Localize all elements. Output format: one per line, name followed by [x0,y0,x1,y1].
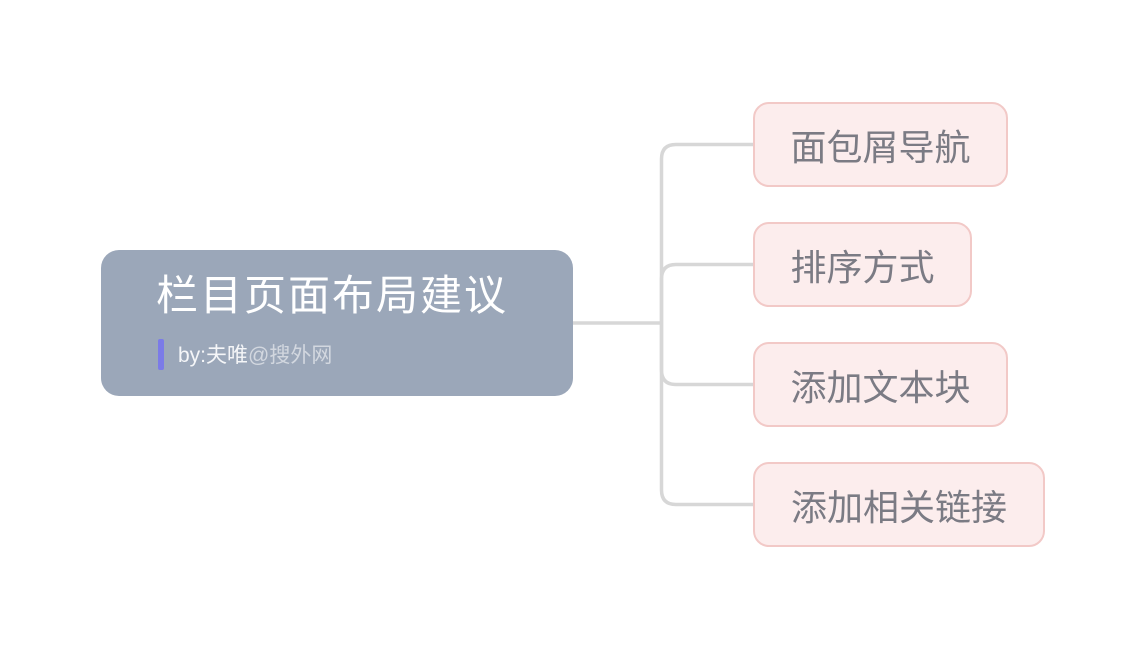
root-node-title: 栏目页面布局建议 [156,272,509,319]
child-node-add-text-block[interactable]: 添加文本块 [753,342,1008,427]
child-node-sort-method[interactable]: 排序方式 [753,222,972,307]
child-node-breadcrumb-nav[interactable]: 面包屑导航 [753,102,1008,187]
edge-branch-2 [659,262,753,323]
child-node-label: 添加相关链接 [790,486,1007,528]
root-node[interactable]: 栏目页面布局建议 by:夫唯@搜外网 [101,250,573,396]
byline-author: by:夫唯 [178,344,249,367]
root-byline: by:夫唯@搜外网 [158,338,332,370]
child-node-label: 排序方式 [790,246,935,288]
byline-site: @搜外网 [248,344,333,367]
byline-accent-bar [158,338,164,370]
edge-branch-4 [659,323,753,507]
edge-branch-1 [659,142,753,323]
child-node-add-related-links[interactable]: 添加相关链接 [753,462,1045,547]
edge-branch-3 [659,323,753,387]
child-node-label: 面包屑导航 [790,126,971,168]
child-node-label: 添加文本块 [790,366,971,408]
